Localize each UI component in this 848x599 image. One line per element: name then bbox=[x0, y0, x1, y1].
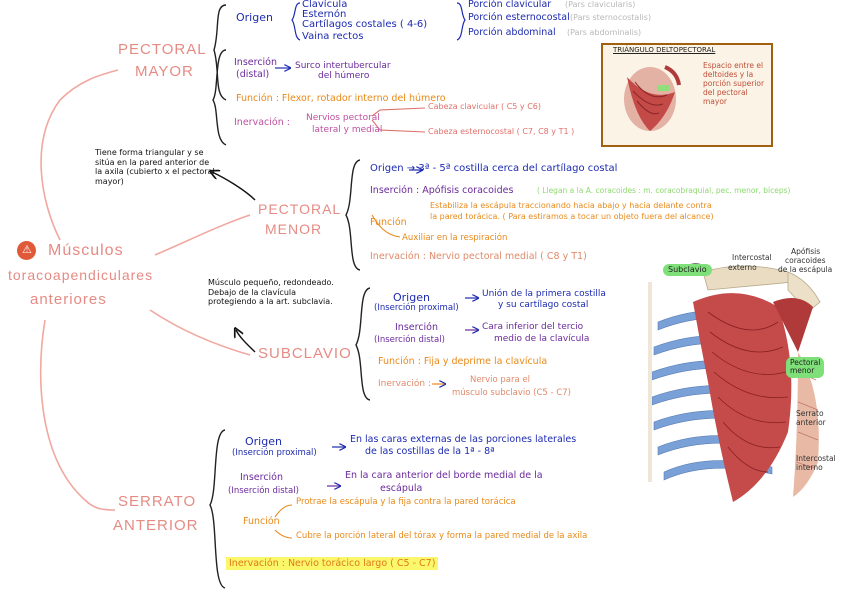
triangulo-deltopectoral-figure: TRIÁNGULO DELTOPECTORAL Espacio entre el… bbox=[601, 43, 773, 147]
pm-porcion-3: Porción abdominal bbox=[468, 28, 556, 38]
ser-funcion-1: Protrae la escápula y la fija contra la … bbox=[296, 498, 516, 507]
ser-funcion-label: Función bbox=[243, 517, 280, 527]
ser-origen-sub: (Inserción proximal) bbox=[232, 449, 317, 458]
main-topic-line3: anteriores bbox=[30, 292, 107, 307]
ser-origen-value-1: En las caras externas de las porciones l… bbox=[350, 435, 576, 445]
pm-porcion-2: Porción esternocostal bbox=[468, 13, 570, 23]
pm-inervacion-label: Inervación : bbox=[234, 118, 290, 128]
pmen-funcion-label: Función bbox=[370, 218, 407, 228]
pm-insercion-label: Inserción bbox=[234, 58, 277, 68]
subclavio-side-note: Músculo pequeño, redondeado. Debajo de l… bbox=[208, 278, 338, 307]
sub-origen-value-2: y su cartílago costal bbox=[498, 301, 588, 310]
pm-funcion: Función : Flexor, rotador interno del hú… bbox=[236, 94, 446, 104]
pmen-inervacion: Inervación : Nervio pectoral medial ( C8… bbox=[370, 252, 587, 262]
pm-porcion-note-3: (Pars abdominalis) bbox=[567, 29, 641, 37]
pm-inervacion-value-2: lateral y medial bbox=[312, 126, 382, 135]
ser-inervacion: Inervación : Nervio torácico largo ( C5 … bbox=[226, 553, 438, 569]
pm-inervacion-value-1: Nervios pectoral bbox=[306, 114, 380, 123]
pm-cabeza-2: Cabeza esternocostal ( C7, C8 y T1 ) bbox=[428, 128, 574, 136]
anatomy-label-intercostal-interno-2: interno bbox=[796, 464, 823, 472]
sub-origen-sub: (Inserción proximal) bbox=[374, 304, 459, 313]
pectoral-menor-side-note: Tiene forma triangular y se sitúa en la … bbox=[95, 148, 215, 186]
pmen-origen: Origen → 3ª - 5ª costilla cerca del cart… bbox=[370, 164, 617, 174]
pectoral-menor-title: PECTORAL bbox=[258, 202, 341, 216]
sub-funcion: Función : Fija y deprime la clavícula bbox=[378, 357, 547, 367]
anatomy-label-apofisis-2: coracoides bbox=[785, 257, 825, 265]
pectoral-menor-title-2: MENOR bbox=[265, 222, 322, 236]
serrato-title-2: ANTERIOR bbox=[113, 518, 199, 533]
pmen-funcion-2: Auxiliar en la respiración bbox=[402, 234, 507, 243]
pm-origen-label: Origen bbox=[236, 12, 273, 23]
sub-inervacion-label: Inervación : bbox=[378, 380, 431, 389]
ser-origen-value-2: de las costillas de la 1ª - 8ª bbox=[365, 447, 495, 457]
anatomy-label-apofisis-1: Apófisis bbox=[791, 248, 820, 256]
pectoral-mayor-title-2: MAYOR bbox=[135, 64, 194, 79]
sub-origen-label: Origen bbox=[393, 292, 430, 303]
pm-cabeza-1: Cabeza clavicular ( C5 y C6) bbox=[428, 103, 541, 111]
anatomy-label-serrato-2: anterior bbox=[796, 419, 826, 427]
sub-origen-value-1: Unión de la primera costilla bbox=[482, 290, 606, 299]
anatomy-label-pectoral-menor-2: menor bbox=[790, 367, 820, 375]
subclavio-title: SUBCLAVIO bbox=[258, 346, 352, 361]
pmen-funcion-1b: la pared torácica. ( Para estiramos a to… bbox=[430, 213, 714, 221]
pm-insercion-sub: (distal) bbox=[236, 70, 269, 80]
ser-inervacion-text: Inervación : Nervio torácico largo ( C5 … bbox=[226, 557, 438, 570]
sub-insercion-sub: (Inserción distal) bbox=[374, 336, 445, 345]
pm-origen-item-3: Cartílagos costales ( 4-6) bbox=[302, 20, 427, 30]
pectoral-mayor-title: PECTORAL bbox=[118, 42, 207, 57]
ser-insercion-sub: (Inserción distal) bbox=[228, 487, 299, 496]
pm-porcion-1: Porción clavicular bbox=[468, 0, 551, 10]
ser-insercion-label: Inserción bbox=[240, 473, 283, 483]
anatomy-label-intercostal-externo-1: Intercostal bbox=[732, 254, 772, 262]
sub-insercion-label: Inserción bbox=[395, 323, 438, 333]
ser-origen-label: Origen bbox=[245, 436, 282, 447]
pm-porcion-note-1: (Pars clavicularis) bbox=[565, 1, 635, 9]
sub-inervacion-value-1: Nervio para el bbox=[470, 376, 530, 385]
anatomy-label-apofisis-3: de la escápula bbox=[778, 266, 832, 274]
pm-porcion-note-2: (Pars sternocostalis) bbox=[570, 14, 651, 22]
sub-insercion-value-1: Cara inferior del tercio bbox=[482, 323, 583, 332]
ser-insercion-value-1: En la cara anterior del borde medial de … bbox=[345, 471, 543, 481]
ser-insercion-value-2: escápula bbox=[380, 484, 422, 494]
anatomy-label-intercostal-externo-2: externo bbox=[728, 264, 757, 272]
pmen-funcion-1: Estabiliza la escápula traccionando haci… bbox=[430, 202, 712, 210]
anatomy-label-pectoral-menor: Pectoral menor bbox=[786, 357, 824, 378]
anatomy-label-serrato-1: Serrato bbox=[796, 410, 824, 418]
main-topic-line2: toracoapendiculares bbox=[8, 268, 153, 282]
pmen-insercion-note: ( Llegan a la A. coracoides : m. coracob… bbox=[537, 187, 790, 195]
pm-insercion-value: Surco intertubercular bbox=[295, 62, 391, 71]
thorax-illustration bbox=[648, 262, 840, 520]
sub-insercion-value-2: medio de la clavícula bbox=[494, 335, 589, 344]
pectoral-anatomy-illustration bbox=[605, 57, 695, 142]
sub-inervacion-value-2: músculo subclavio (C5 - C7) bbox=[452, 389, 571, 398]
pm-origen-item-4: Vaina rectos bbox=[302, 32, 363, 42]
triangulo-note: Espacio entre el deltoides y la porción … bbox=[703, 61, 769, 106]
main-topic-line1: Músculos bbox=[48, 243, 124, 259]
thorax-anatomy-figure bbox=[648, 262, 840, 520]
serrato-title: SERRATO bbox=[118, 494, 196, 509]
ser-funcion-2: Cubre la porción lateral del tórax y for… bbox=[296, 532, 587, 541]
anatomy-label-intercostal-interno-1: Intercostal bbox=[796, 455, 836, 463]
pmen-insercion: Inserción : Apófisis coracoides bbox=[370, 186, 513, 196]
triangulo-title: TRIÁNGULO DELTOPECTORAL bbox=[613, 47, 715, 54]
anatomy-label-subclavio: Subclavio bbox=[663, 264, 712, 276]
anatomy-label-subclavio-text: Subclavio bbox=[668, 265, 707, 274]
pm-insercion-value-2: del húmero bbox=[318, 72, 369, 81]
